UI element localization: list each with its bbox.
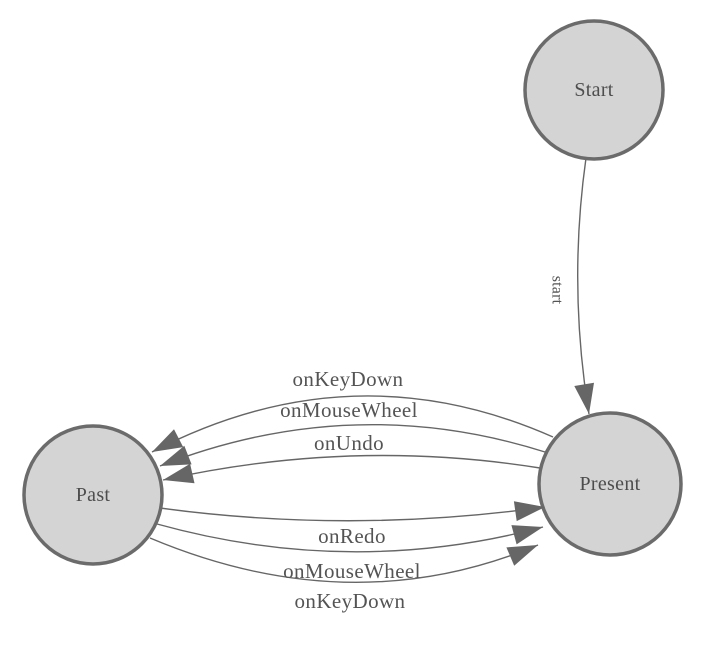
edge-label-onmousewheel-to-past: onMouseWheel	[280, 398, 418, 422]
state-node-past: Past	[22, 424, 164, 566]
state-node-present: Present	[537, 411, 683, 557]
edge-onmousewheel-past-to-present	[156, 523, 544, 553]
state-node-past-label: Past	[76, 484, 111, 506]
state-node-start: Start	[523, 19, 665, 161]
arrowhead-icon-onmousewheel-to-past	[160, 445, 192, 466]
arrowhead-icon-start-to-present	[574, 382, 594, 414]
edge-arrowheads	[152, 382, 594, 566]
state-nodes: Start Past Present	[22, 19, 683, 566]
edge-onkeydown-past-to-present	[149, 537, 539, 584]
arrowhead-icon-onundo-to-past	[163, 463, 195, 484]
arrowhead-icon-onmousewheel-to-present	[511, 525, 543, 545]
edge-start-to-present	[576, 157, 590, 415]
arrowhead-icon-onkeydown-to-past	[152, 429, 184, 452]
edge-onundo-present-to-past	[162, 454, 541, 481]
arrowhead-icon-onredo-to-present	[513, 501, 545, 522]
edge-onredo-past-to-present	[159, 506, 546, 522]
state-node-start-label: Start	[574, 79, 613, 101]
arrowhead-icon-onkeydown-to-present	[506, 545, 538, 566]
state-node-present-circle	[537, 411, 683, 557]
edge-labels: start onKeyDown onMouseWheel onUndo onRe…	[280, 276, 565, 613]
edge-onkeydown-present-to-past	[151, 395, 554, 453]
edge-label-start: start	[549, 276, 566, 305]
edge-label-onkeydown-to-present: onKeyDown	[295, 589, 406, 613]
edge-onmousewheel-present-to-past	[159, 423, 546, 467]
state-node-past-circle	[22, 424, 164, 566]
state-node-present-label: Present	[580, 473, 641, 495]
edge-curves	[149, 157, 590, 584]
state-node-start-circle	[523, 19, 665, 161]
edge-label-onkeydown-to-past: onKeyDown	[293, 367, 404, 391]
edge-label-onredo-to-present: onRedo	[318, 524, 386, 548]
edge-label-onmousewheel-to-present: onMouseWheel	[283, 559, 421, 583]
edge-label-onundo-to-past: onUndo	[314, 431, 384, 455]
